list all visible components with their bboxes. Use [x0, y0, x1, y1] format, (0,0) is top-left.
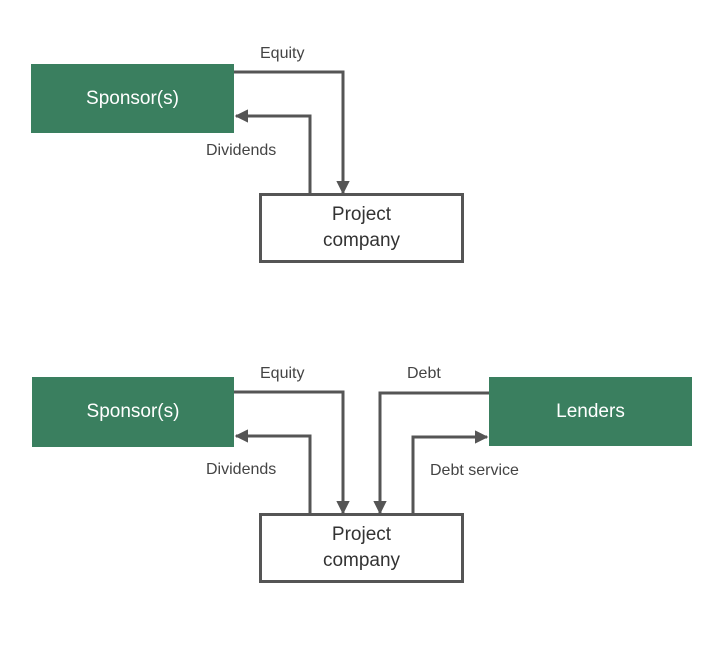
- debt-service-arrow: [411, 430, 489, 513]
- dividends-label: Dividends: [206, 461, 277, 478]
- lenders-box: Lenders: [489, 377, 692, 446]
- dividends-label: Dividends: [206, 142, 277, 159]
- dividends-arrow: [234, 429, 312, 513]
- sponsor-label: Sponsor(s): [86, 401, 180, 422]
- equity-arrow: [234, 70, 350, 195]
- sponsor-box: Sponsor(s): [31, 64, 234, 133]
- sponsor-box: Sponsor(s): [32, 377, 234, 447]
- lenders-label: Lenders: [556, 400, 625, 422]
- project-company-line2: company: [322, 550, 401, 571]
- top-connectors: [234, 70, 350, 195]
- bottom-diagram: Sponsor(s) Lenders Project company Equit…: [0, 300, 720, 664]
- equity-label: Equity: [260, 45, 305, 62]
- debt-arrow: [373, 391, 489, 515]
- project-company-box: Project company: [259, 513, 464, 583]
- bottom-connectors: [234, 390, 489, 515]
- project-company-line2: company: [322, 230, 401, 251]
- equity-arrow: [234, 390, 350, 515]
- project-company-box: Project company: [259, 193, 464, 263]
- debt-label: Debt: [407, 365, 441, 382]
- top-diagram: Sponsor(s) Project company Equity Divide…: [0, 0, 720, 300]
- sponsor-label: Sponsor(s): [86, 87, 179, 109]
- project-company-line1: Project: [331, 204, 392, 225]
- equity-label: Equity: [260, 365, 305, 382]
- dividends-arrow: [234, 109, 312, 193]
- debt-service-label: Debt service: [430, 462, 519, 479]
- project-company-line1: Project: [331, 524, 392, 545]
